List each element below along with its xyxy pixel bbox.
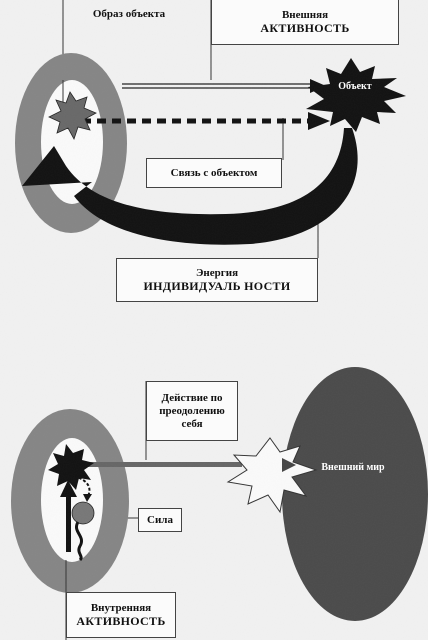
label-external-activity: Внешняя АКТИВНОСТЬ [211,0,399,45]
label-external-world: Внешний мир [321,462,385,473]
label-object-image: Образ объекта [92,7,166,20]
label-energy: Энергия ИНДИВИДУАЛЬ НОСТИ [116,258,318,302]
label-connection: Связь с объектом [146,158,282,188]
label-action: Действие по преодолению себя [146,381,238,441]
label-object: Объект [338,81,372,92]
label-internal-activity: Внутренняя АКТИВНОСТЬ [66,592,176,638]
label-force: Сила [138,508,182,532]
